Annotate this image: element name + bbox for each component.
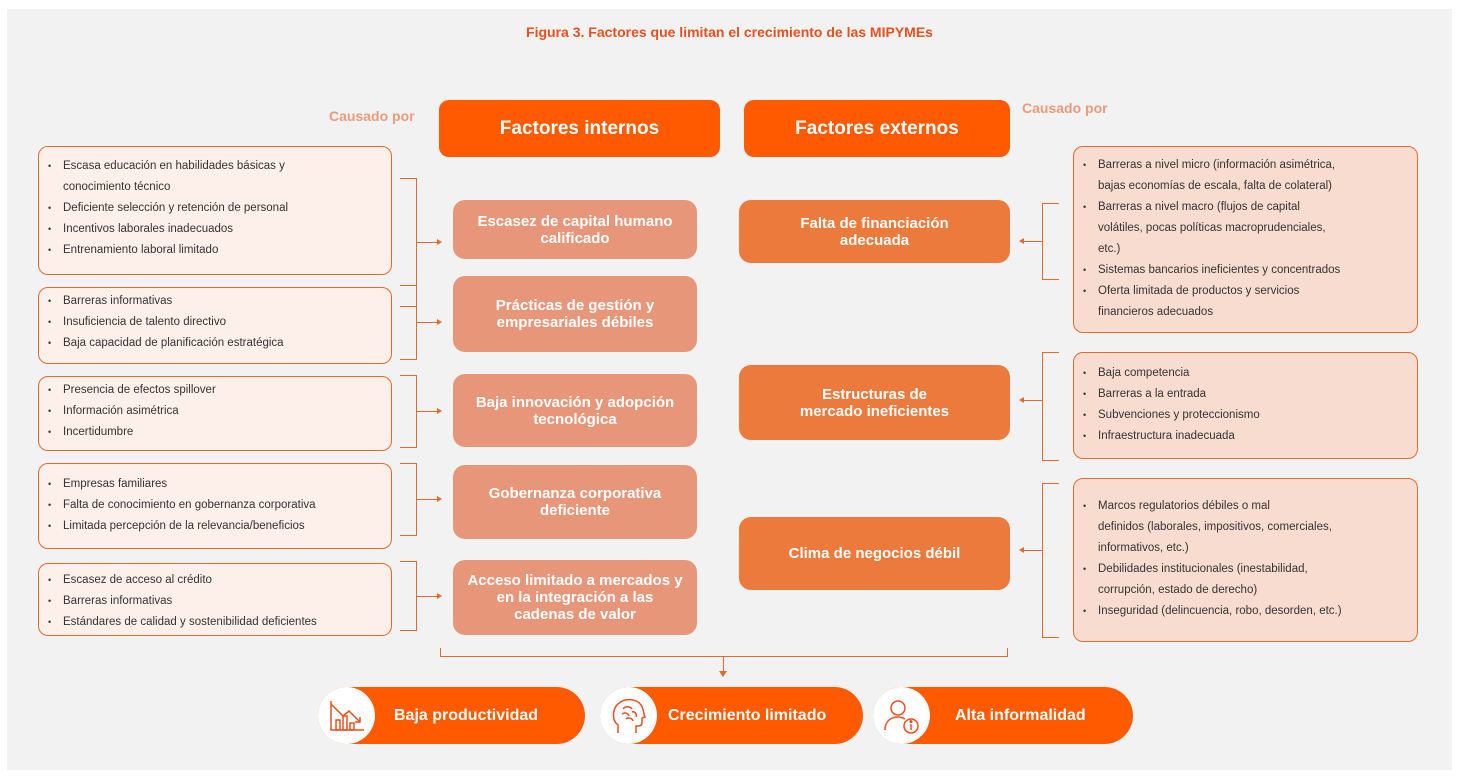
outcome-crecimiento-limitado: Crecimiento limitado [600, 687, 863, 744]
arrow-left-icon [1019, 238, 1024, 244]
cause-item: Barreras a nivel micro (información asim… [1074, 155, 1417, 176]
cause-item: volátiles, pocas políticas macroprudenci… [1098, 222, 1326, 234]
internal-cause-box-2: Barreras informativas Insuficiencia de t… [38, 287, 392, 364]
bracket-external-1 [1042, 203, 1059, 280]
internal-cause-box-4: Empresas familiares Falta de conocimient… [38, 463, 392, 549]
internal-cause-box-1: Escasa educación en habilidades básicas … [38, 146, 392, 275]
cause-item: Inseguridad (delincuencia, robo, desorde… [1074, 601, 1417, 622]
connector-line [1024, 400, 1042, 401]
internal-factor-1: Escasez de capital humano calificado [453, 200, 697, 259]
cause-item: Insuficiencia de talento directivo [39, 312, 391, 333]
cause-item: definidos (laborales, impositivos, comer… [1098, 521, 1332, 533]
internal-factor-4: Gobernanza corporativa deficiente [453, 465, 697, 539]
outcome-label: Baja productividad [394, 706, 539, 724]
cause-item: Baja competencia [1074, 363, 1417, 384]
cause-item: Barreras informativas [39, 591, 391, 612]
cause-item: Incentivos laborales inadecuados [39, 219, 391, 240]
cause-item: Falta de conocimiento en gobernanza corp… [39, 495, 391, 516]
external-cause-box-3: Marcos regulatorios débiles o mal defini… [1073, 478, 1418, 642]
outcome-baja-productividad: Baja productividad [318, 687, 585, 744]
cause-item: Debilidades institucionales (inestabilid… [1074, 559, 1417, 580]
cause-item: Limitada percepción de la relevancia/ben… [39, 516, 391, 537]
bracket-external-3 [1042, 483, 1059, 638]
external-cause-box-2: Baja competencia Barreras a la entrada S… [1073, 352, 1418, 459]
external-cause-box-1: Barreras a nivel micro (información asim… [1073, 146, 1418, 333]
cause-item: Deficiente selección y retención de pers… [39, 198, 391, 219]
declining-chart-icon [318, 687, 375, 744]
connector-line [723, 657, 724, 671]
cause-item: informativos, etc.) [1098, 542, 1189, 554]
cause-item: Barreras a la entrada [1074, 384, 1417, 405]
bottom-bracket [440, 648, 1008, 657]
connector-line [417, 411, 437, 412]
cause-item: Escasa educación en habilidades básicas … [39, 156, 391, 177]
arrow-right-icon [437, 319, 442, 325]
cause-item: Estándares de calidad y sostenibilidad d… [39, 612, 391, 633]
arrow-down-icon [719, 671, 727, 677]
bracket-internal-4 [400, 463, 417, 536]
connector-line [1024, 241, 1042, 242]
cause-item: conocimiento técnico [63, 181, 171, 193]
outcome-label: Crecimiento limitado [668, 706, 827, 724]
external-factor-1: Falta de financiación adecuada [739, 200, 1010, 263]
bracket-internal-3 [400, 375, 417, 448]
internal-factor-5: Acceso limitado a mercados y en la integ… [453, 560, 697, 635]
cause-item: Baja capacidad de planificación estratég… [39, 333, 391, 354]
connector-line [417, 596, 437, 597]
bracket-internal-2 [400, 285, 417, 360]
internal-factor-2: Prácticas de gestión y empresariales déb… [453, 276, 697, 352]
cause-item: Infraestructura inadecuada [1074, 426, 1417, 447]
head-brain-icon [600, 687, 657, 744]
arrow-right-icon [437, 408, 442, 414]
cause-item: Marcos regulatorios débiles o mal [1074, 496, 1417, 517]
cause-item: bajas economías de escala, falta de cola… [1098, 180, 1332, 192]
cause-item: Empresas familiares [39, 474, 391, 495]
cause-item: Sistemas bancarios ineficientes y concen… [1074, 260, 1417, 281]
figure-title: Figura 3. Factores que limitan el crecim… [526, 24, 933, 40]
bracket-internal-5 [400, 561, 417, 631]
cause-item: Entrenamiento laboral limitado [39, 240, 391, 261]
arrow-left-icon [1019, 397, 1024, 403]
header-factores-externos: Factores externos [744, 100, 1010, 157]
header-factores-internos: Factores internos [439, 100, 720, 157]
person-info-icon [873, 687, 930, 744]
cause-item: Escasez de acceso al crédito [39, 570, 391, 591]
connector-line [1024, 550, 1042, 551]
internal-cause-box-3: Presencia de efectos spillover Informaci… [38, 376, 392, 451]
cause-item: etc.) [1098, 243, 1121, 255]
cause-item: Barreras informativas [39, 291, 391, 312]
cause-item: Barreras a nivel macro (flujos de capita… [1074, 197, 1417, 218]
connector-line [417, 322, 437, 323]
causado-label-right: Causado por [1022, 100, 1108, 116]
cause-item: Incertidumbre [39, 422, 391, 443]
internal-cause-box-5: Escasez de acceso al crédito Barreras in… [38, 563, 392, 636]
arrow-right-icon [437, 593, 442, 599]
causado-label-left: Causado por [329, 108, 415, 124]
cause-item: Oferta limitada de productos y servicios [1074, 281, 1417, 302]
arrow-left-icon [1019, 547, 1024, 553]
bracket-external-2 [1042, 352, 1059, 461]
cause-item: Subvenciones y proteccionismo [1074, 405, 1417, 426]
cause-item: financieros adecuados [1098, 306, 1214, 318]
cause-item: Información asimétrica [39, 401, 391, 422]
arrow-right-icon [437, 239, 442, 245]
connector-line [417, 499, 437, 500]
connector-line [417, 242, 437, 243]
external-factor-2: Estructuras de mercado ineficientes [739, 365, 1010, 440]
external-factor-3: Clima de negocios débil [739, 517, 1010, 590]
internal-factor-3: Baja innovación y adopción tecnológica [453, 374, 697, 447]
arrow-right-icon [437, 496, 442, 502]
cause-item: Presencia de efectos spillover [39, 380, 391, 401]
outcome-alta-informalidad: Alta informalidad [873, 687, 1133, 744]
bracket-internal-1 [400, 178, 417, 307]
outcome-label: Alta informalidad [955, 706, 1086, 724]
cause-item: corrupción, estado de derecho) [1098, 584, 1258, 596]
